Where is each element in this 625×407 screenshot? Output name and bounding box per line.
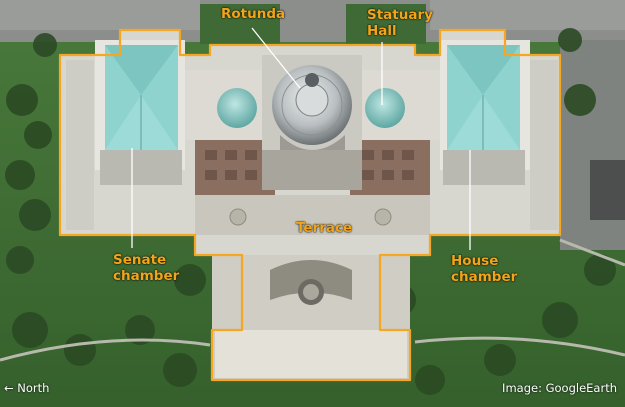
north-label: North xyxy=(17,381,50,395)
terrace-label: Terrace xyxy=(296,220,353,236)
house-chamber-label: House chamber xyxy=(451,253,517,285)
rotunda-leader xyxy=(251,27,301,89)
courtyard-top-right xyxy=(346,4,426,44)
arrow-left-icon: ← xyxy=(4,381,14,395)
house-chamber-label-line1: House xyxy=(451,253,499,269)
statuary-hall-label: Statuary Hall xyxy=(367,7,433,39)
north-indicator: ← North xyxy=(4,381,49,395)
walkways xyxy=(0,238,625,362)
rotunda-label: Rotunda xyxy=(221,6,286,22)
statuary-hall-label-line2: Hall xyxy=(367,23,397,39)
west-steps xyxy=(215,330,407,378)
image-credit: Image: GoogleEarth xyxy=(502,381,617,395)
north-small-dome xyxy=(217,88,257,128)
house-chamber-label-line2: chamber xyxy=(451,269,518,285)
plaza-top-left xyxy=(0,0,200,30)
right-parking xyxy=(590,160,625,220)
senate-chamber-label: Senate chamber xyxy=(113,252,179,284)
statuary-hall-label-line1: Statuary xyxy=(367,7,433,23)
statuary-hall-dome xyxy=(365,88,405,128)
building-outline xyxy=(58,28,562,382)
courtyard-top-left xyxy=(200,4,280,44)
senate-chamber-label-line2: chamber xyxy=(113,268,180,284)
senate-chamber-label-line1: Senate xyxy=(113,252,167,268)
plaza-top-right xyxy=(430,0,625,30)
leader-lines xyxy=(131,27,471,250)
capitol-building xyxy=(60,30,560,380)
